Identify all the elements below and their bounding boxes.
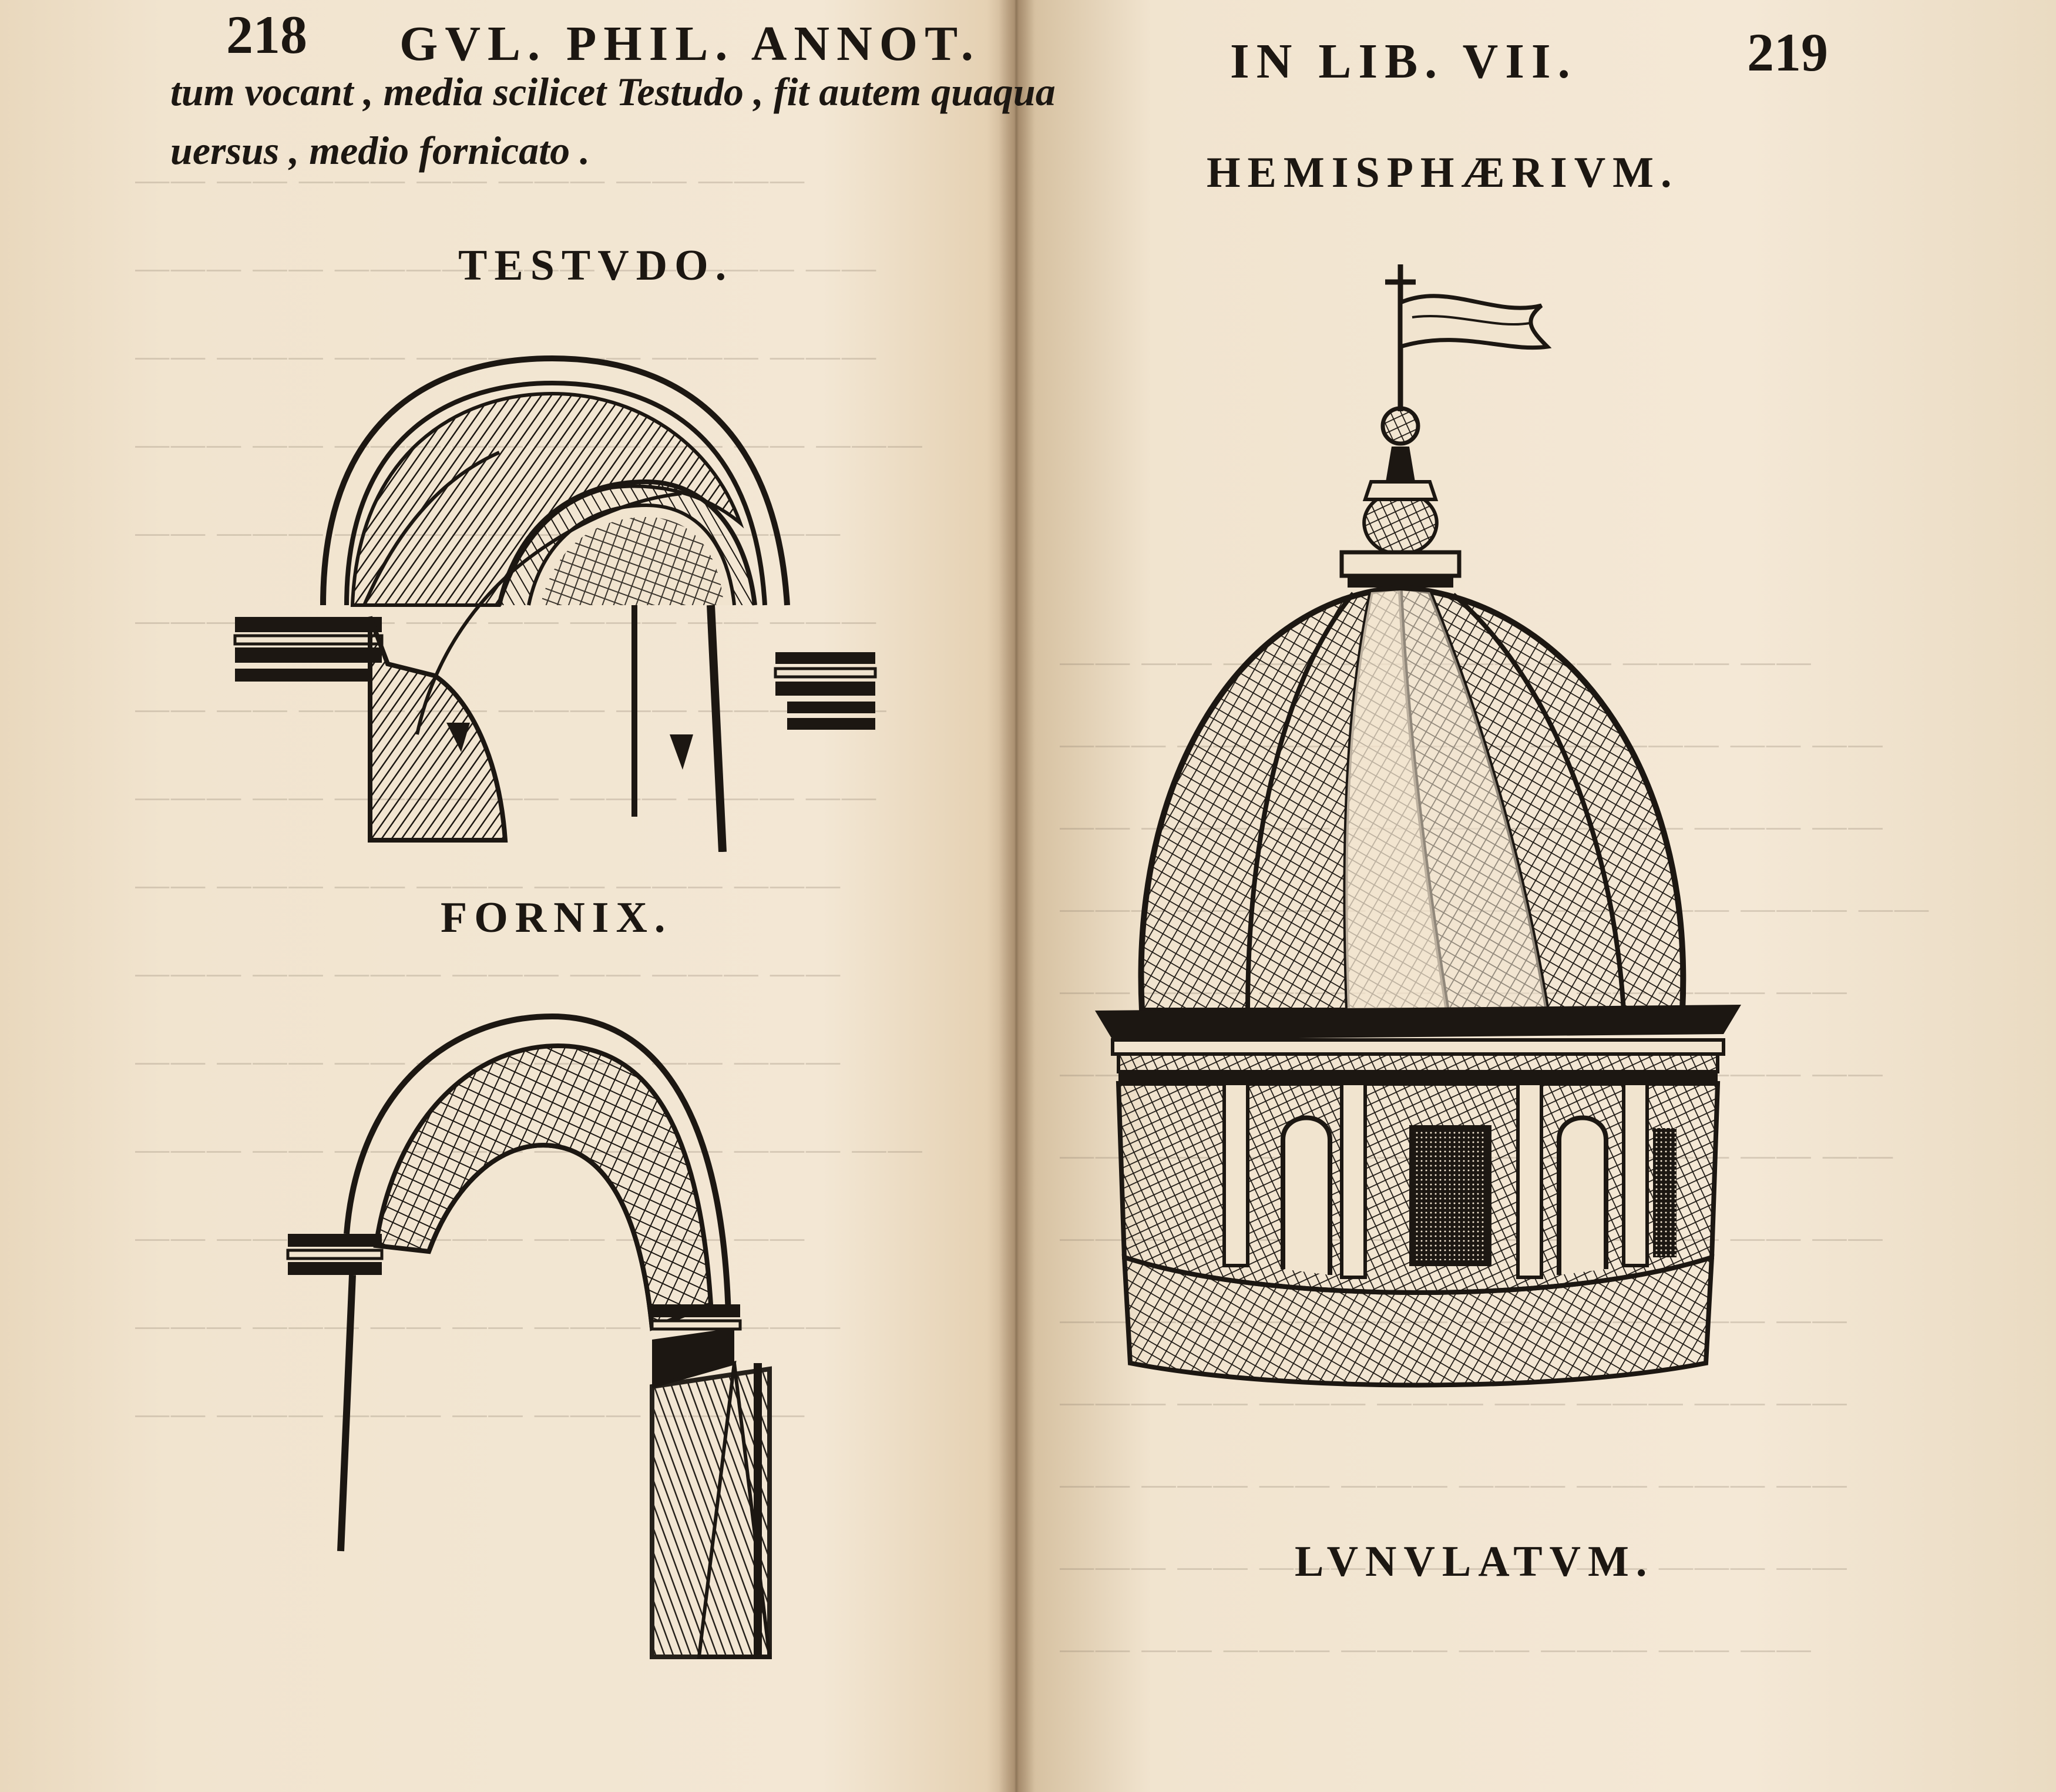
- book-gutter: [999, 0, 1034, 1792]
- caption-hemisphaerium: HEMISPHÆRIVM.: [1207, 149, 1679, 197]
- right-running-head: IN LIB. VII.: [1230, 34, 1577, 89]
- left-page: —— —— ——— —— ——— —— ——— ——— —— ———— ——— …: [0, 0, 1056, 1792]
- caption-testudo: TESTVDO.: [458, 241, 734, 290]
- left-page-number: 218: [226, 5, 307, 65]
- left-running-head: GVL. PHIL. ANNOT.: [399, 16, 980, 71]
- testudo-illustration: [233, 355, 877, 852]
- caption-fornix: FORNIX.: [441, 894, 673, 942]
- right-page-number: 219: [1747, 22, 1828, 82]
- caption-lunulatum: LVNVLATVM.: [1295, 1538, 1654, 1586]
- fornix-illustration: [286, 1013, 772, 1659]
- right-page: —— —— ——— —— ——— —— ——— —— ——— —— ———— —…: [1019, 0, 2056, 1792]
- left-text-line-1: tum vocant , media scilicet Testudo , fi…: [170, 69, 1056, 114]
- left-text-line-2: uersus , medio fornicato .: [170, 128, 590, 173]
- hemisphaerium-illustration: [1095, 264, 1741, 1388]
